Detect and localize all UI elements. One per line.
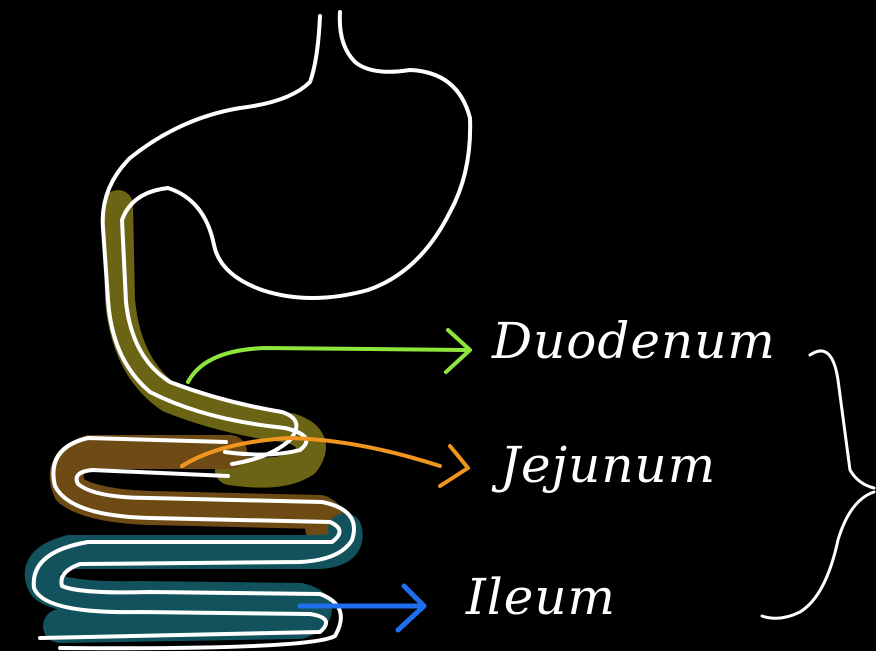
- duodenum-arrow: [188, 330, 470, 382]
- curly-brace: [762, 351, 874, 618]
- label-ileum: Ileum: [466, 572, 616, 622]
- label-jejunum: Jejunum: [500, 440, 716, 490]
- stomach-outline: [103, 12, 470, 464]
- label-duodenum: Duodenum: [492, 316, 776, 366]
